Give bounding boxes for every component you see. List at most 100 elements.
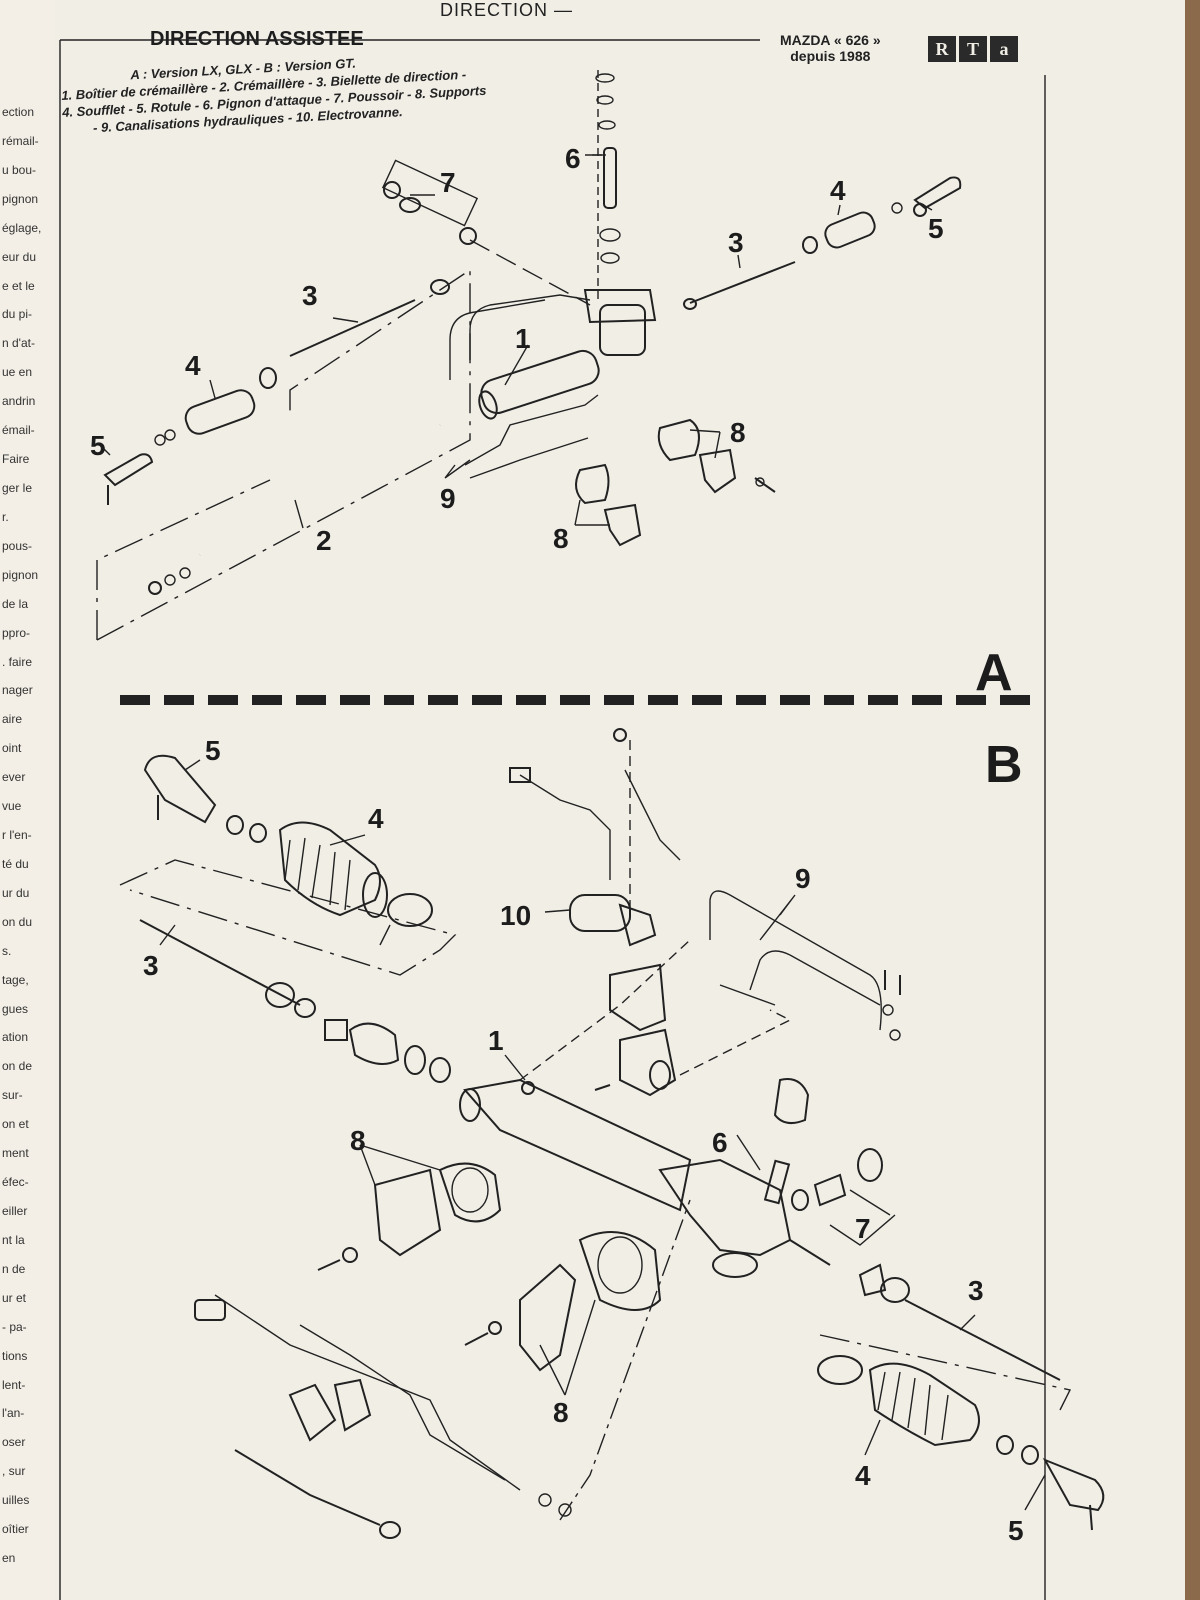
callout-b-4: 4 [368, 803, 384, 834]
tierod-b-right [817, 1263, 1105, 1531]
left-page-text-fragment: ection [2, 105, 35, 119]
left-page-text-fragment: andrin [2, 394, 36, 409]
callout-b-6: 6 [712, 1127, 728, 1158]
callout-a-5b: 5 [928, 213, 944, 244]
hydraulic-lines-b-lower [194, 1294, 572, 1539]
left-page-text-fragment: n d'at- [2, 336, 35, 351]
callout-a-7: 7 [440, 167, 456, 198]
vehicle-info: MAZDA « 626 » depuis 1988 [780, 32, 881, 64]
logo-letter: R [928, 36, 956, 62]
left-page-text-fragment: pignon [2, 191, 39, 206]
left-page-text-fragment: tage, [2, 972, 29, 987]
pusher-a [381, 159, 591, 306]
callout-a-4b: 4 [830, 175, 846, 206]
callout-a-1: 1 [515, 323, 531, 354]
pinion-b [763, 1159, 791, 1205]
left-page-text-fragment: , sur [2, 1464, 26, 1479]
left-page-text-fragment: e et le [2, 278, 35, 293]
section-a-diagram: 1 2 3 3 4 4 5 5 6 7 8 8 9 A [90, 70, 1013, 702]
callout-a-5: 5 [90, 430, 106, 461]
left-page-text-fragment: s. [2, 943, 12, 958]
vehicle-since: depuis 1988 [790, 48, 871, 64]
boot-b-top [278, 821, 433, 946]
left-page-text-fragment: nt la [2, 1232, 25, 1247]
tierod-b-left [139, 919, 316, 1018]
section-label-b: B [985, 736, 1023, 794]
right-tierod-a [683, 176, 962, 310]
callout-a-9: 9 [440, 483, 456, 514]
left-page-text-fragment: de la [2, 596, 29, 611]
left-page-text-fragment: n de [2, 1261, 26, 1276]
left-page-text-fragment: pignon [2, 567, 39, 582]
page-title: DIRECTION ASSISTEE [150, 28, 364, 50]
page-frame [59, 39, 1046, 1600]
supports-a [575, 418, 776, 547]
callout-b-5b: 5 [1008, 1515, 1024, 1546]
left-page-text-fragment: - pa- [2, 1319, 27, 1334]
logo-letter: T [959, 36, 987, 62]
left-page-text-fragment: on du [2, 914, 33, 929]
inner-seals-b [324, 1019, 451, 1083]
left-page-text-fragment: lent- [2, 1377, 26, 1392]
supports-b-lower [464, 1231, 662, 1372]
left-page-text-fragment: pous- [2, 538, 33, 553]
left-page-text-fragment: r. [2, 509, 9, 524]
callout-b-7: 7 [855, 1213, 871, 1244]
callout-b-1: 1 [488, 1025, 504, 1056]
left-page-text-fragment: ger le [2, 480, 33, 495]
left-page-text-fragment: ur du [2, 885, 30, 900]
left-page-text-fragment: sur- [2, 1088, 23, 1103]
left-page-text-fragment: vue [2, 799, 22, 814]
callout-b-10: 10 [500, 900, 531, 931]
valve-bracket-b [594, 963, 810, 1125]
left-page-text-fragment: oser [2, 1435, 26, 1450]
left-page-text-fragment: Faire [2, 452, 30, 467]
left-page-text-fragment: r l'en- [2, 828, 32, 843]
pusher-b [791, 1148, 896, 1246]
supports-b-upper [317, 1162, 502, 1271]
left-page-text-fragment: oint [2, 741, 22, 756]
rack-housing-b [459, 1078, 831, 1278]
callout-b-4b: 4 [855, 1460, 871, 1491]
left-page-text-fragment: on de [2, 1059, 33, 1074]
left-page-text-fragment: du pi- [2, 307, 33, 322]
callout-b-3b: 3 [968, 1275, 984, 1306]
callout-b-8b: 8 [553, 1397, 569, 1428]
left-page-text-fragment: u bou- [2, 162, 37, 177]
left-page-text-fragment: té du [2, 856, 29, 871]
left-page-text-fragment: nager [2, 683, 33, 698]
left-page-text-fragment: ur et [2, 1290, 27, 1305]
logo-letter: a [990, 36, 1018, 62]
callout-a-4: 4 [185, 350, 201, 381]
left-page-text-fragment: éfec- [2, 1175, 29, 1190]
callout-b-9: 9 [795, 863, 811, 894]
hydraulic-lines-a [449, 294, 599, 479]
callout-b-8: 8 [350, 1125, 366, 1156]
left-page-text-fragment: gues [2, 1001, 29, 1016]
left-page-text-fragment: oîtier [2, 1522, 29, 1537]
vehicle-model: MAZDA « 626 » [780, 32, 881, 48]
left-page-text-fragment: eiller [2, 1204, 28, 1219]
left-page-text-fragment: l'an- [2, 1406, 25, 1421]
callout-b-3: 3 [143, 950, 159, 981]
left-page-text-fragment: en [2, 1551, 16, 1566]
rack-a [148, 423, 441, 595]
callout-a-3: 3 [302, 280, 318, 311]
left-page-text-fragment: ment [2, 1146, 29, 1161]
rta-logo: R T a [928, 36, 1018, 62]
left-tierod-a [103, 279, 450, 505]
left-page-text-fragment: églage, [2, 220, 42, 235]
callout-a-8b: 8 [553, 523, 569, 554]
callout-a-3b: 3 [728, 227, 744, 258]
section-label-a: A [975, 644, 1013, 702]
left-page-text-fragment: ue en [2, 365, 33, 380]
section-b-diagram: B [119, 728, 1105, 1546]
callout-a-6: 6 [565, 143, 581, 174]
electrovalve-b [509, 728, 681, 947]
left-page-text-fragment: ppro- [2, 625, 31, 640]
callout-a-8: 8 [730, 417, 746, 448]
left-page-text-fragment: aire [2, 712, 23, 727]
left-page-text-fragment: ever [2, 770, 26, 785]
